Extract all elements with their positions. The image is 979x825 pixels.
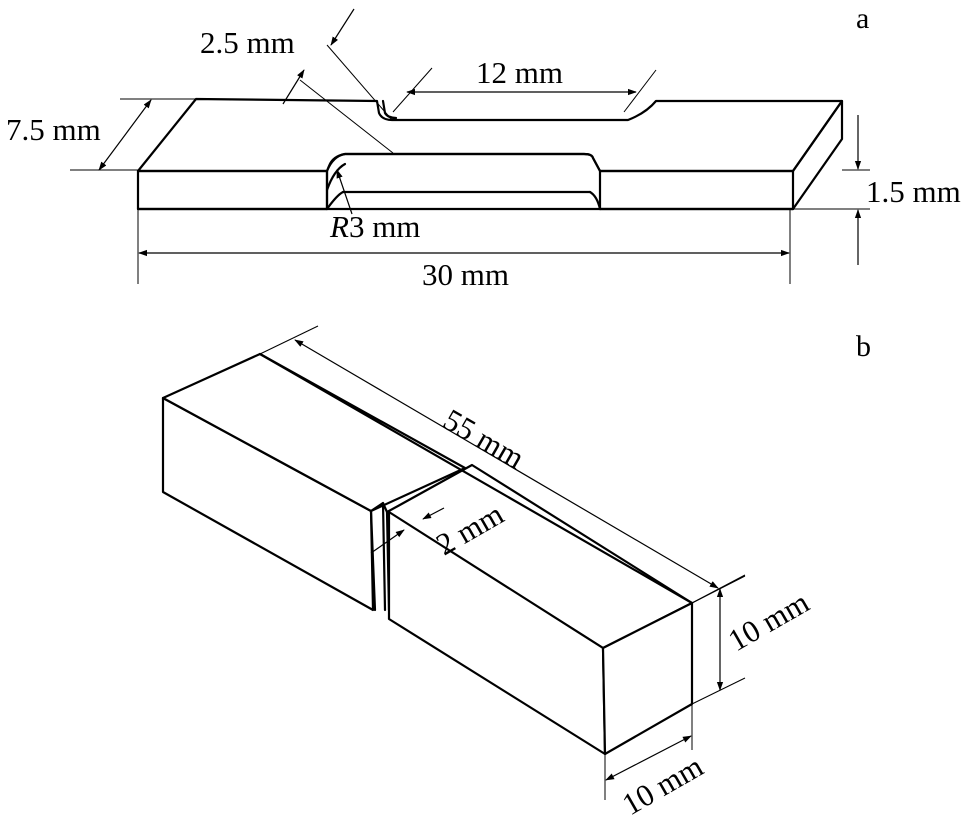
dim-gauge-width-arrow-2 [330, 8, 355, 46]
dim-fillet-radius-symbol: R [329, 209, 349, 244]
dim-height-ext-bottom [691, 677, 746, 705]
tensile-front-left [136, 169, 329, 211]
dim-width-line [605, 735, 692, 781]
dim-length-line [294, 339, 719, 589]
impact-notch [369, 501, 391, 612]
dim-gauge-length-ext-right [623, 69, 657, 113]
dim-gauge-width-label: 2.5 mm [200, 25, 295, 60]
dim-height-label: 10 mm [722, 584, 815, 658]
tensile-gauge-fillet-left [325, 162, 347, 211]
dim-notch-arrow-outer [422, 507, 445, 520]
dim-total-length-label: 30 mm [422, 257, 509, 292]
dim-gauge-width-ext-2 [326, 44, 393, 121]
dim-fillet-leader [336, 169, 353, 215]
dim-fillet-label: R3 mm [329, 209, 420, 244]
dim-fillet-radius-value: 3 mm [349, 209, 420, 244]
impact-specimen: 55 mm 2 mm 10 mm 10 mm [161, 325, 815, 822]
dim-gauge-length-label: 12 mm [476, 55, 563, 90]
tensile-front-gauge [325, 152, 602, 211]
tensile-top-face [136, 97, 844, 173]
dim-grip-width-line [98, 99, 152, 171]
tensile-end-face [791, 99, 844, 211]
panel-label-a: a [856, 2, 869, 35]
tensile-front-right [598, 169, 795, 211]
dim-gauge-width-ext-1 [299, 79, 394, 154]
dim-thickness-label: 1.5 mm [866, 174, 961, 209]
dim-notch-arrow-inner [370, 529, 405, 554]
dim-gauge-length-ext-left [392, 67, 433, 113]
tensile-gauge-fillet-right [588, 190, 602, 211]
tensile-specimen: 7.5 mm 2.5 mm 12 mm 1.5 mm R3 mm 30 mm [6, 8, 961, 292]
dim-gauge-width-arrow-1 [282, 69, 305, 105]
dim-width-label: 10 mm [616, 748, 709, 822]
panel-label-b: b [856, 330, 871, 363]
dim-grip-width-label: 7.5 mm [6, 112, 101, 147]
tensile-notch-inner [381, 99, 398, 120]
dim-height-ext-top [691, 575, 746, 604]
dim-length-ext-left [259, 325, 319, 355]
